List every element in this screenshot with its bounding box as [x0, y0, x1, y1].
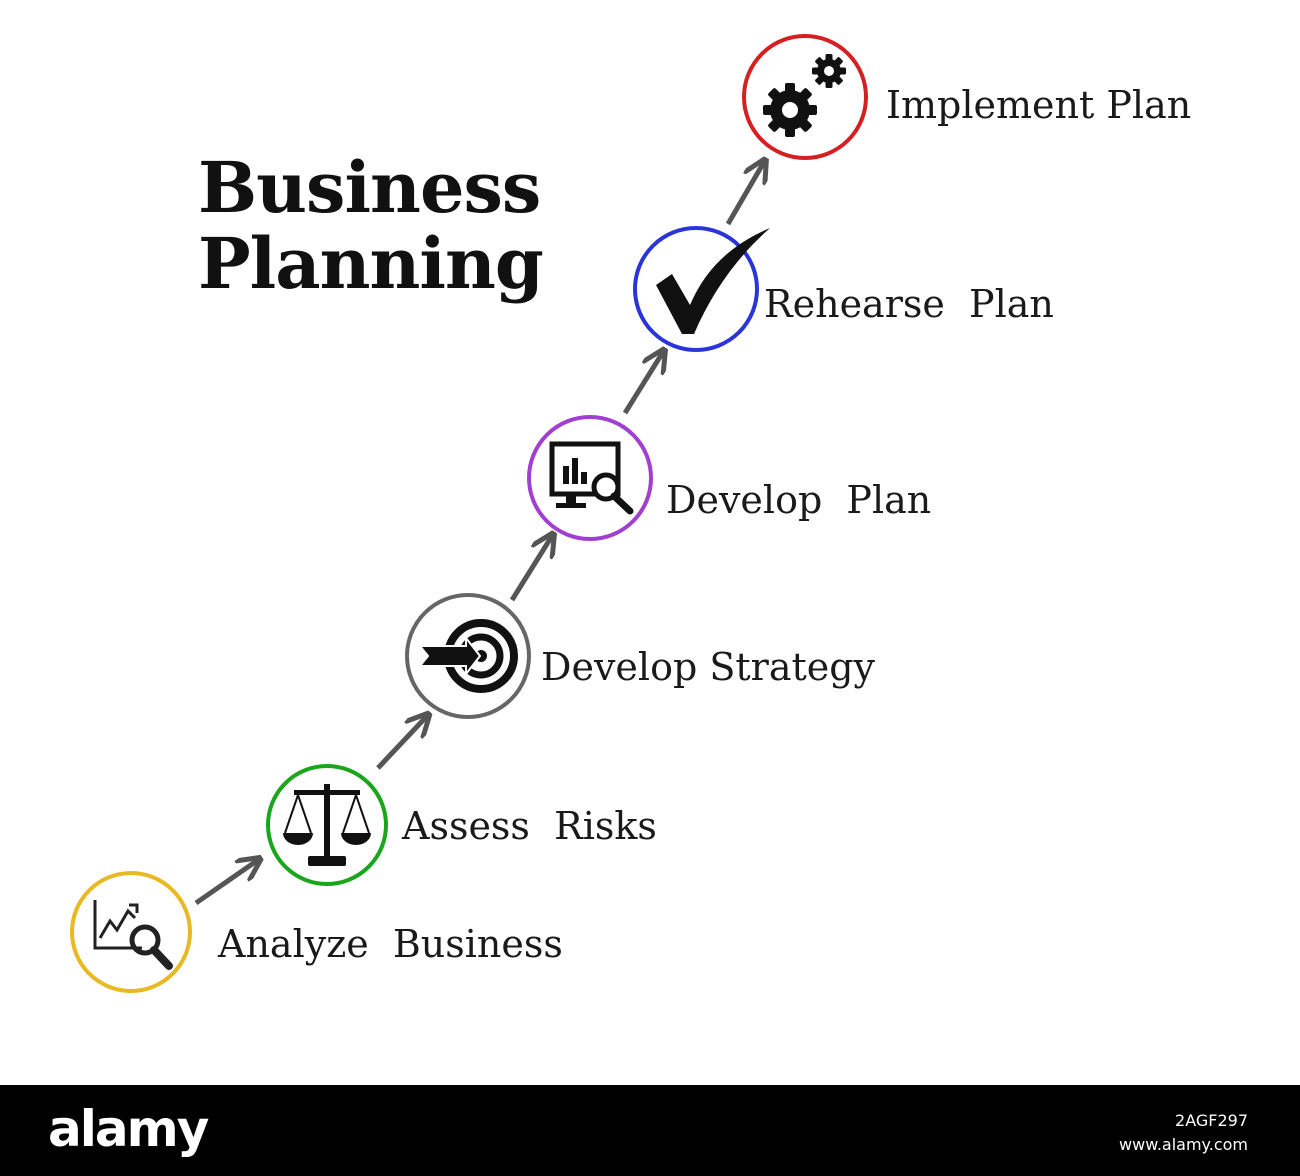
watermark-logo: alamy	[48, 1100, 209, 1158]
diagram-canvas	[70, 34, 868, 993]
step-label-rehearse: Rehearse Plan	[764, 282, 1054, 326]
step-label-develop-plan: Develop Plan	[666, 478, 932, 522]
step-develop-plan	[527, 415, 653, 541]
step-label-analyze: Analyze Business	[218, 922, 563, 966]
arrow-1	[194, 860, 258, 906]
step-develop-strategy	[405, 593, 531, 719]
step-label-assess: Assess Risks	[402, 804, 657, 848]
diagram: Business Planning Analyze Business Asses…	[70, 34, 1192, 993]
title-line-1: Business	[198, 146, 541, 229]
image-id: 2AGF297	[1175, 1111, 1248, 1130]
arrow-3	[509, 536, 552, 602]
watermark-banner: alamy 2AGF297 www.alamy.com	[0, 1085, 1300, 1176]
scales-icon	[283, 784, 371, 866]
monitor-search-icon	[549, 441, 634, 515]
step-analyze-business	[70, 871, 192, 993]
title-line-2: Planning	[198, 222, 544, 305]
chart-magnifier-icon	[93, 900, 173, 970]
gears-icon	[763, 54, 846, 137]
arrow-4	[622, 352, 663, 415]
step-assess-risks	[266, 764, 388, 886]
connector-arrows	[194, 162, 764, 906]
diagram-title: Business Planning	[198, 146, 544, 305]
checkmark-icon	[656, 228, 770, 334]
step-label-implement: Implement Plan	[886, 83, 1192, 127]
step-circle-analyze	[70, 871, 192, 993]
arrow-5	[725, 162, 764, 226]
target-arrow-icon	[417, 619, 518, 693]
step-circle-develop-plan	[527, 415, 653, 541]
step-rehearse-plan	[633, 226, 770, 352]
arrow-2	[376, 716, 427, 770]
step-implement-plan	[742, 34, 868, 160]
site-url: www.alamy.com	[1119, 1135, 1248, 1154]
step-label-strategy: Develop Strategy	[541, 645, 876, 689]
